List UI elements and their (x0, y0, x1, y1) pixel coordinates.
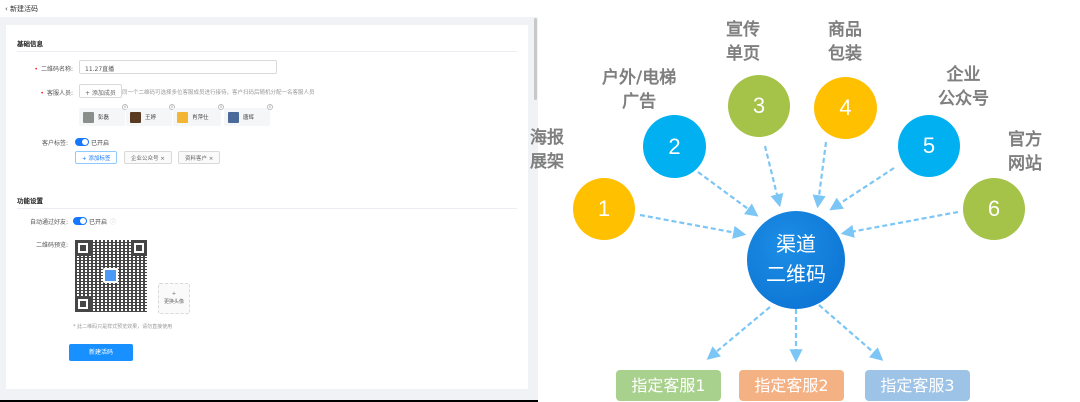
tag-toggle-text: 已开启 (91, 140, 110, 147)
channel-node-3: 3 (728, 75, 790, 137)
remove-icon[interactable]: × (267, 104, 273, 110)
member-chip[interactable]: 唐辉 × (224, 104, 273, 126)
tag-label: 客户标签: (41, 140, 68, 147)
qr-finder (75, 240, 91, 256)
section-title-basic: 基础信息 (17, 40, 43, 48)
tag-chip[interactable]: 企业公众号 × (124, 151, 172, 164)
tag-chip[interactable]: 资料客户 × (178, 151, 221, 164)
divider (17, 208, 517, 209)
qr-code-preview (75, 240, 147, 312)
qr-preview-hint: * 此二维码只是样式预览效果，请勿直接使用 (73, 324, 173, 330)
remove-icon[interactable]: × (169, 104, 175, 110)
node-caption: 宣传单页 (726, 20, 760, 64)
auto-accept-label: 自动通过好友: (29, 219, 68, 226)
channel-node-4: 4 (814, 77, 877, 139)
channel-qr-diagram: 海报展架 1 户外/电梯广告 2 宣传单页 3 商品包装 4 企业公众号 5 官… (530, 0, 1080, 402)
add-tag-button[interactable]: + 添加标签 (75, 151, 118, 164)
qr-finder (131, 240, 147, 256)
qr-name-input[interactable]: 11.27直播 (79, 60, 277, 74)
avatar (83, 111, 94, 123)
node-caption: 官方网站 (1008, 130, 1042, 174)
create-code-button[interactable]: 新建活码 (69, 344, 133, 361)
back-icon[interactable]: ‹ (5, 5, 8, 13)
section-title-func: 功能设置 (17, 197, 43, 205)
divider (17, 51, 517, 52)
chat-logo-icon (103, 268, 118, 283)
staff-label: •客服人员: (40, 90, 73, 97)
service-box-3: 指定客服3 (865, 370, 970, 401)
channel-node-1: 1 (573, 178, 635, 240)
arrows (639, 141, 959, 363)
member-chip[interactable]: 肖萍仕 × (173, 104, 224, 126)
remove-icon[interactable]: × (122, 104, 128, 110)
channel-qr-center-node: 渠道 二维码 (747, 211, 845, 309)
avatar (228, 111, 239, 123)
change-avatar-upload[interactable]: + 更换头像 (158, 283, 190, 314)
qr-name-label: •二维码名称: (34, 66, 73, 73)
form-card: 基础信息 •二维码名称: 11.27直播 •客服人员: + 添加成员 同一个二维… (6, 25, 528, 389)
qr-preview-label: 二维码预览: (35, 242, 68, 249)
node-caption: 企业公众号 (938, 65, 989, 109)
plus-icon: + (171, 291, 177, 297)
channel-node-6: 6 (963, 178, 1025, 240)
auto-accept-toggle[interactable] (73, 217, 87, 225)
staff-hint: 同一个二维码可选择多位客服成员进行接待，客户扫码后随机分配一名客服人员 (122, 90, 315, 96)
node-caption: 户外/电梯广告 (602, 68, 677, 112)
qr-finder (75, 296, 91, 312)
page-header: ‹ 新建活码 (0, 0, 538, 17)
node-caption: 海报展架 (530, 128, 564, 172)
activity-code-form-screenshot: ‹ 新建活码 基础信息 •二维码名称: 11.27直播 •客服人员: + 添加成… (0, 0, 538, 402)
avatar (130, 111, 141, 123)
add-member-button[interactable]: + 添加成员 (79, 84, 122, 98)
service-box-1: 指定客服1 (616, 370, 721, 401)
node-caption: 商品包装 (828, 20, 862, 64)
member-chip[interactable]: 彭磊 × (79, 104, 128, 126)
page-title: 新建活码 (10, 5, 39, 13)
scrollbar[interactable] (534, 18, 537, 100)
remove-icon[interactable]: × (218, 104, 224, 110)
auto-accept-toggle-text: 已开启 (89, 219, 108, 226)
service-box-2: 指定客服2 (739, 370, 844, 401)
divider (0, 400, 538, 402)
help-icon[interactable]: ⓘ (110, 219, 117, 226)
avatar (177, 111, 188, 123)
channel-node-5: 5 (898, 115, 960, 177)
member-chip[interactable]: 王婷 × (126, 104, 175, 126)
tag-toggle[interactable] (75, 138, 89, 146)
channel-node-2: 2 (643, 115, 706, 178)
